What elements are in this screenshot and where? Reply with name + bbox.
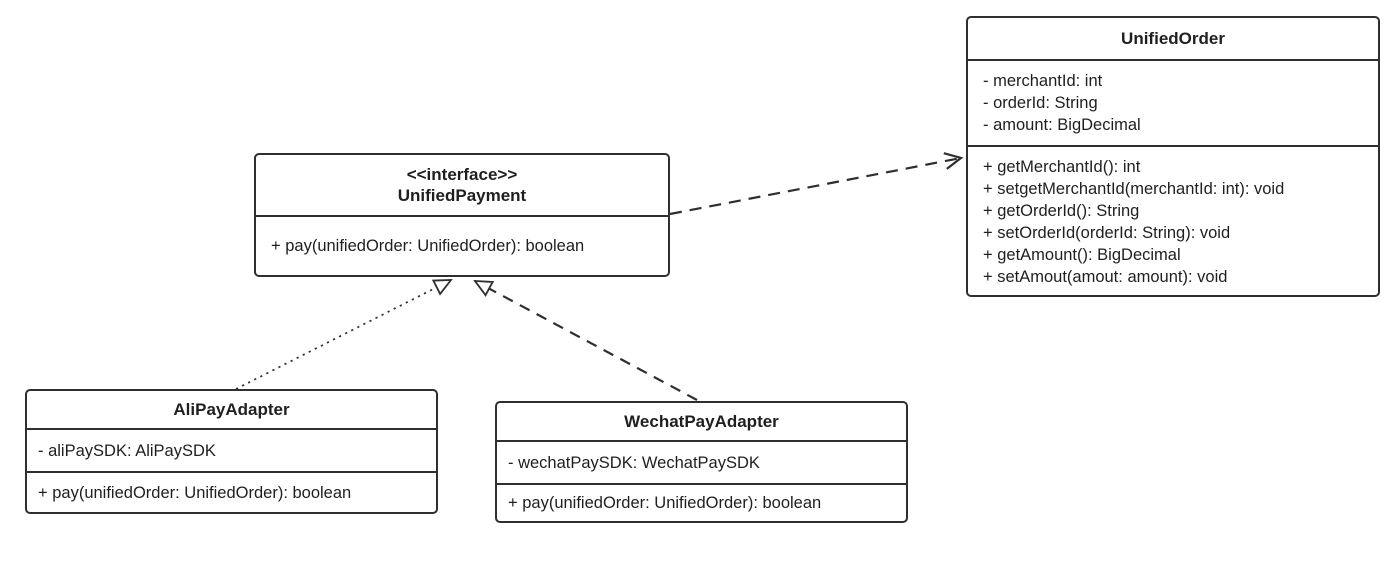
class-alipayadapter: AliPayAdapter - aliPaySDK: AliPaySDK + p… bbox=[25, 389, 438, 514]
method-line: + setAmout(amout: amount): void bbox=[983, 268, 1228, 286]
dependency-arrow-unifiedpayment-to-unifiedorder bbox=[669, 152, 964, 216]
attribute-line: - aliPaySDK: AliPaySDK bbox=[38, 441, 216, 460]
methods-compartment: + pay(unifiedOrder: UnifiedOrder): boole… bbox=[497, 483, 906, 521]
method-line: + getAmount(): BigDecimal bbox=[983, 246, 1181, 264]
class-unifiedpayment: <<interface>> UnifiedPayment + pay(unifi… bbox=[254, 153, 670, 277]
attributes-compartment: - wechatPaySDK: WechatPaySDK bbox=[497, 440, 906, 483]
method-line: + getOrderId(): String bbox=[983, 202, 1140, 220]
methods-compartment: + pay(unifiedOrder: UnifiedOrder): boole… bbox=[27, 471, 436, 512]
attributes-compartment: - merchantId: int - orderId: String - am… bbox=[968, 59, 1378, 145]
class-title: AliPayAdapter bbox=[173, 400, 290, 419]
method-line: + setOrderId(orderId: String): void bbox=[983, 224, 1231, 242]
class-unifiedorder: UnifiedOrder - merchantId: int - orderId… bbox=[966, 16, 1380, 297]
attribute-line: - amount: BigDecimal bbox=[983, 116, 1141, 134]
method-line: + setgetMerchantId(merchantId: int): voi… bbox=[983, 180, 1285, 198]
class-title: UnifiedPayment bbox=[397, 186, 527, 205]
realization-arrow-wechatpayadapter-to-unifiedpayment bbox=[475, 281, 698, 401]
method-line: + pay(unifiedOrder: UnifiedOrder): boole… bbox=[271, 237, 585, 255]
attribute-line: - merchantId: int bbox=[983, 72, 1103, 90]
attributes-compartment: - aliPaySDK: AliPaySDK bbox=[27, 428, 436, 471]
methods-compartment: + pay(unifiedOrder: UnifiedOrder): boole… bbox=[256, 215, 668, 275]
stereotype-label: <<interface>> bbox=[406, 165, 518, 184]
realization-arrow-alipayadapter-to-unifiedpayment bbox=[235, 280, 451, 390]
methods-compartment: + getMerchantId(): int + setgetMerchantI… bbox=[968, 145, 1378, 295]
class-wechatpayadapter: WechatPayAdapter - wechatPaySDK: WechatP… bbox=[495, 401, 908, 523]
class-title: WechatPayAdapter bbox=[624, 412, 779, 431]
attribute-line: - orderId: String bbox=[983, 94, 1098, 112]
method-line: + pay(unifiedOrder: UnifiedOrder): boole… bbox=[508, 494, 822, 512]
method-line: + pay(unifiedOrder: UnifiedOrder): boole… bbox=[38, 483, 352, 502]
method-line: + getMerchantId(): int bbox=[983, 158, 1141, 176]
class-title: UnifiedOrder bbox=[1121, 29, 1225, 48]
class-title-block: <<interface>> UnifiedPayment bbox=[256, 155, 668, 215]
attribute-line: - wechatPaySDK: WechatPaySDK bbox=[508, 453, 760, 472]
